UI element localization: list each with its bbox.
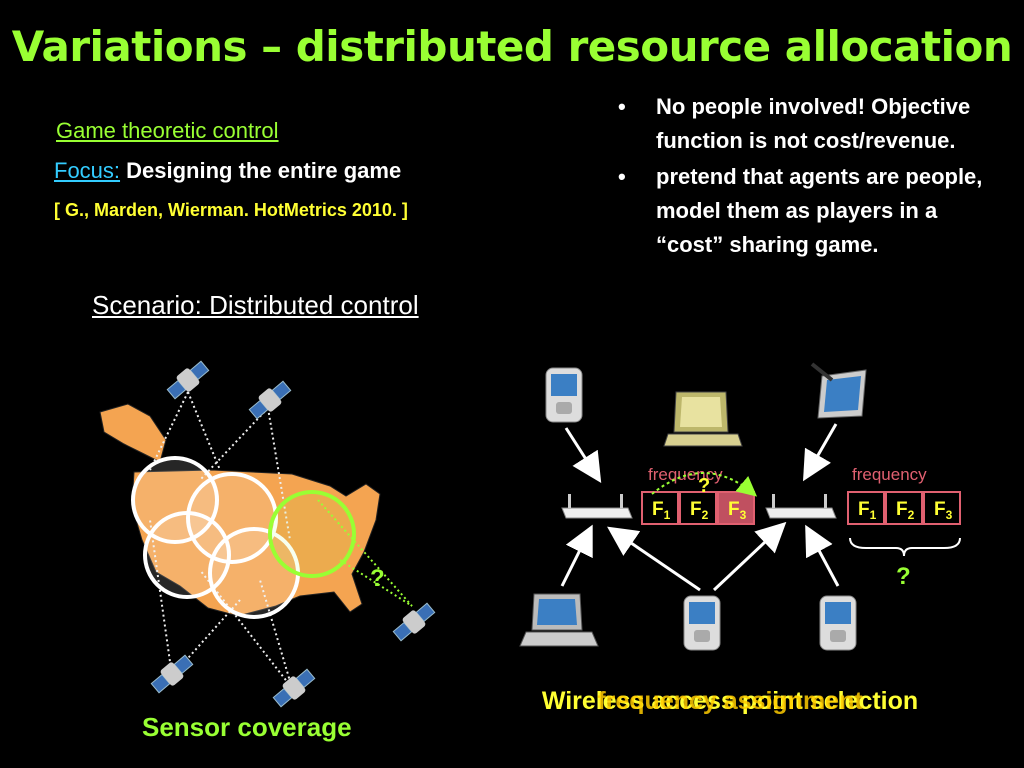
- channel-cell: [847, 491, 885, 525]
- channel-cell: [923, 491, 961, 525]
- satellite-icon: [392, 602, 436, 642]
- sensor-coverage-label: Sensor coverage: [142, 712, 352, 742]
- access-point-selection-label: Wireless access point selection: [541, 687, 919, 715]
- channel-label: F3: [934, 499, 953, 522]
- channel-cell: [885, 491, 923, 525]
- channel-label: F1: [858, 499, 877, 522]
- channel-cell: [641, 491, 679, 525]
- selection-arc: [651, 472, 758, 497]
- laptop-icon: [663, 391, 743, 447]
- connection-arrows: [560, 423, 840, 592]
- frequency-assignment-label: frequency assignment: [597, 687, 863, 715]
- focus-line: Focus: Designing the entire game: [54, 158, 401, 184]
- channel-brace: [849, 537, 961, 557]
- channel-question-mark: ?: [698, 475, 710, 497]
- satellite-icon: [150, 654, 194, 694]
- phone-icon: [819, 595, 857, 651]
- phone-icon: [545, 367, 583, 423]
- slide-title: Variations – distributed resource alloca…: [11, 22, 1013, 71]
- channel-label: F2: [896, 499, 915, 522]
- brace-question-mark: ?: [896, 563, 911, 590]
- frequency-label: frequency: [648, 465, 723, 484]
- channel-cell: [679, 491, 717, 525]
- channel-label: F3: [728, 499, 747, 522]
- bullet-dot-icon: •: [618, 94, 626, 119]
- channel-group-right: F1 F2 F3: [847, 491, 961, 525]
- uncovered-link-lines: [317, 499, 413, 607]
- scenario-heading: Scenario: Distributed control: [92, 290, 419, 320]
- channel-label: F1: [652, 499, 671, 522]
- channel-label: F2: [690, 499, 709, 522]
- satellite-icon: [272, 668, 316, 708]
- focus-text: Designing the entire game: [120, 158, 402, 183]
- game-control-heading: Game theoretic control: [56, 118, 279, 143]
- channel-group-left: F1 F2 F3: [641, 491, 755, 525]
- bullet-item: • No people involved! Objective function …: [618, 90, 1008, 158]
- frequency-label: frequency: [852, 465, 927, 484]
- tablet-icon: [810, 362, 867, 419]
- citation: [ G., Marden, Wierman. HotMetrics 2010. …: [54, 200, 408, 220]
- router-icon: [765, 494, 837, 519]
- bullet-item: • pretend that agents are people, model t…: [618, 160, 1008, 262]
- bullet-list: • No people involved! Objective function …: [618, 90, 1008, 264]
- laptop-icon: [519, 593, 599, 647]
- bullet-text: pretend that agents are people, model th…: [656, 164, 983, 257]
- satellite-icon: [166, 360, 210, 400]
- bullet-dot-icon: •: [618, 164, 626, 189]
- sensor-question-mark: ?: [370, 565, 385, 592]
- us-map-shape: [99, 403, 381, 617]
- phone-icon: [683, 595, 721, 651]
- satellite-icon: [248, 380, 292, 420]
- coverage-circles: [131, 456, 300, 619]
- uncovered-circle: [268, 490, 356, 578]
- focus-label: Focus:: [54, 158, 121, 183]
- bullet-text: No people involved! Objective function i…: [656, 94, 971, 153]
- router-icon: [561, 494, 633, 519]
